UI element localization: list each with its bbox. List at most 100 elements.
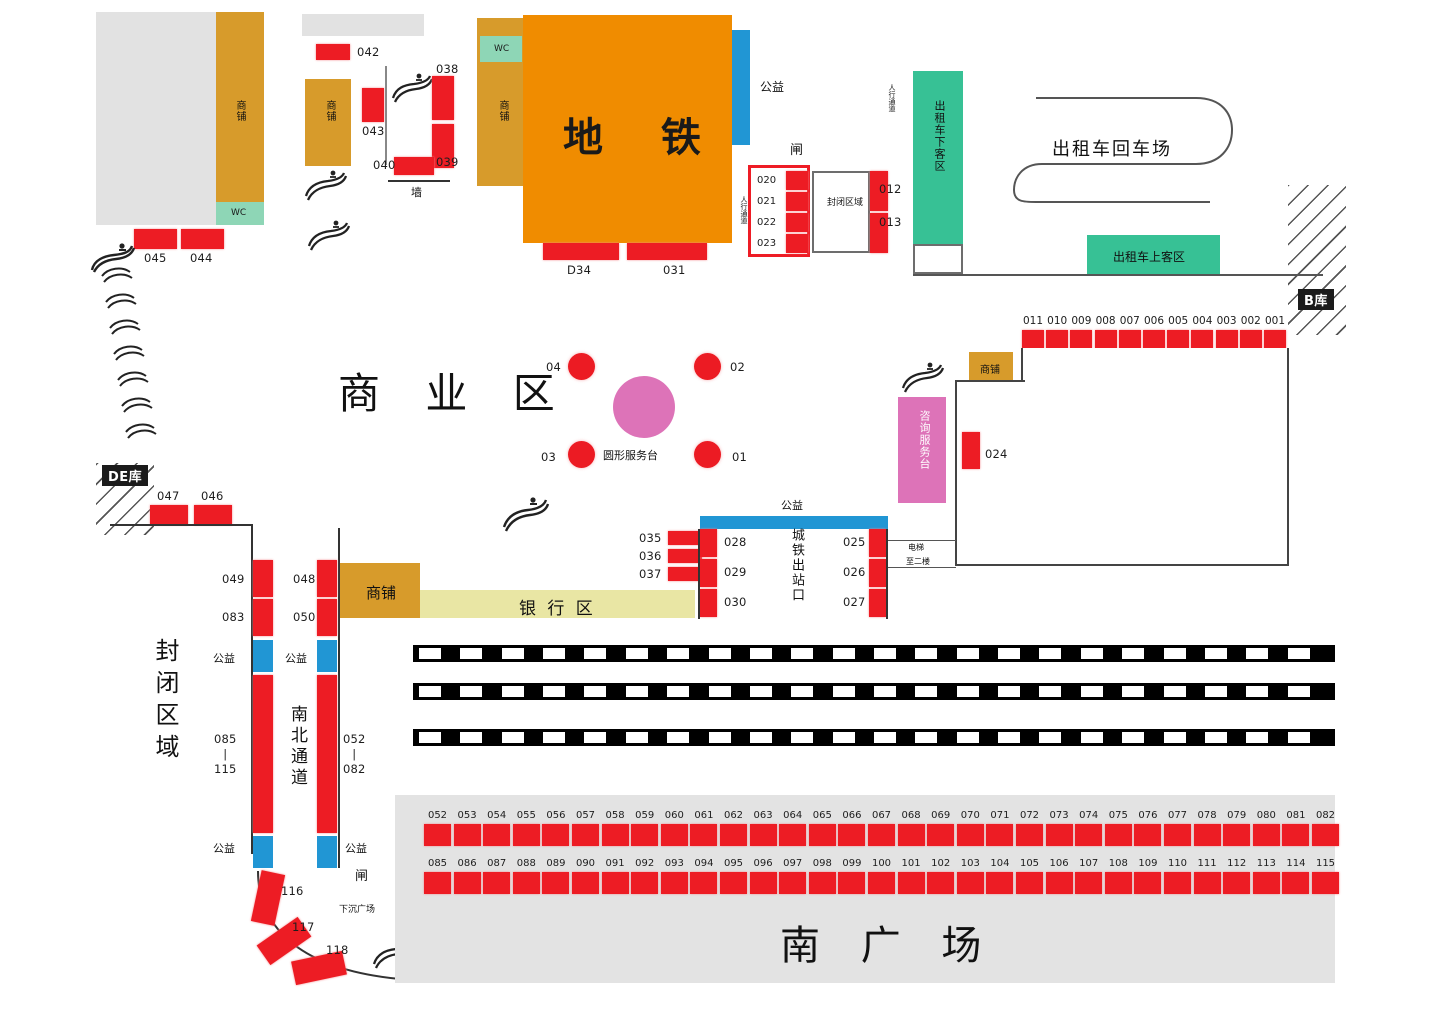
plaza-stall-115[interactable] [1312,872,1339,894]
circle-dot-04[interactable] [568,353,595,380]
plaza-stall-052[interactable] [424,824,451,846]
plaza-stall-111[interactable] [1193,872,1221,894]
stall-022[interactable] [786,213,808,232]
stall-035[interactable] [668,531,702,545]
north-stall-007[interactable] [1118,330,1141,349]
plaza-stall-079[interactable] [1223,824,1251,846]
north-stall-003[interactable] [1215,330,1238,349]
plaza-stall-058[interactable] [601,824,629,846]
plaza-stall-087[interactable] [483,872,511,894]
plaza-stall-097[interactable] [779,872,807,894]
plaza-stall-107[interactable] [1075,872,1103,894]
stall-025[interactable] [869,529,886,557]
stall-043[interactable] [362,88,384,122]
plaza-stall-077[interactable] [1164,824,1191,846]
north-stall-008[interactable] [1094,330,1117,349]
plaza-stall-065[interactable] [808,824,836,846]
stall-group-052-082[interactable] [317,675,337,833]
stall-028[interactable] [700,529,717,557]
plaza-stall-059[interactable] [631,824,659,846]
stall-037[interactable] [668,567,702,581]
plaza-stall-080[interactable] [1252,824,1280,846]
plaza-stall-054[interactable] [483,824,511,846]
plaza-stall-073[interactable] [1045,824,1073,846]
plaza-stall-110[interactable] [1164,872,1191,894]
north-stall-005[interactable] [1167,330,1190,349]
plaza-stall-063[interactable] [749,824,777,846]
plaza-stall-113[interactable] [1252,872,1280,894]
north-stall-001[interactable] [1264,330,1286,349]
stall-024[interactable] [962,432,980,469]
stall-036[interactable] [668,549,702,563]
plaza-stall-102[interactable] [927,872,955,894]
plaza-stall-071[interactable] [986,824,1014,846]
plaza-stall-089[interactable] [542,872,570,894]
plaza-stall-108[interactable] [1104,872,1132,894]
plaza-stall-100[interactable] [868,872,895,894]
plaza-stall-105[interactable] [1016,872,1043,894]
plaza-stall-066[interactable] [838,824,866,846]
plaza-stall-061[interactable] [690,824,718,846]
plaza-stall-056[interactable] [542,824,570,846]
stall-044[interactable] [181,229,224,249]
plaza-stall-091[interactable] [601,872,629,894]
north-stall-009[interactable] [1070,330,1093,349]
stall-D34[interactable] [543,243,619,260]
plaza-stall-095[interactable] [720,872,747,894]
plaza-stall-112[interactable] [1223,872,1251,894]
plaza-stall-081[interactable] [1282,824,1310,846]
plaza-stall-072[interactable] [1016,824,1043,846]
stall-046[interactable] [194,505,232,525]
stall-050[interactable] [317,599,337,636]
plaza-stall-104[interactable] [986,872,1014,894]
plaza-stall-096[interactable] [749,872,777,894]
stall-048[interactable] [317,560,337,597]
stall-029[interactable] [700,559,717,587]
plaza-stall-064[interactable] [779,824,807,846]
plaza-stall-075[interactable] [1104,824,1132,846]
stall-012[interactable] [870,171,888,211]
plaza-stall-114[interactable] [1282,872,1310,894]
plaza-stall-085[interactable] [424,872,451,894]
plaza-stall-090[interactable] [572,872,599,894]
circle-dot-02[interactable] [694,353,721,380]
plaza-stall-088[interactable] [512,872,540,894]
north-stall-011[interactable] [1022,330,1044,349]
plaza-stall-101[interactable] [897,872,925,894]
plaza-stall-099[interactable] [838,872,866,894]
plaza-stall-093[interactable] [660,872,688,894]
stall-020[interactable] [786,171,808,190]
plaza-stall-053[interactable] [453,824,481,846]
plaza-stall-069[interactable] [927,824,955,846]
plaza-stall-086[interactable] [453,872,481,894]
stall-027[interactable] [869,589,886,617]
north-stall-002[interactable] [1239,330,1262,349]
plaza-stall-074[interactable] [1075,824,1103,846]
plaza-stall-078[interactable] [1193,824,1221,846]
stall-047[interactable] [150,505,188,525]
stall-021[interactable] [786,192,808,211]
stall-038[interactable] [432,76,454,120]
north-stall-006[interactable] [1143,330,1165,349]
stall-023[interactable] [786,234,808,253]
plaza-stall-060[interactable] [660,824,688,846]
plaza-stall-103[interactable] [956,872,984,894]
plaza-stall-055[interactable] [512,824,540,846]
plaza-stall-062[interactable] [720,824,747,846]
plaza-stall-109[interactable] [1134,872,1162,894]
stall-031[interactable] [627,243,707,260]
stall-group-085-115[interactable] [253,675,273,833]
north-stall-010[interactable] [1046,330,1069,349]
stall-013[interactable] [870,213,888,253]
plaza-stall-082[interactable] [1312,824,1339,846]
stall-042[interactable] [316,44,350,60]
plaza-stall-068[interactable] [897,824,925,846]
plaza-stall-070[interactable] [956,824,984,846]
plaza-stall-106[interactable] [1045,872,1073,894]
plaza-stall-057[interactable] [572,824,599,846]
plaza-stall-092[interactable] [631,872,659,894]
circle-dot-03[interactable] [568,441,595,468]
plaza-stall-098[interactable] [808,872,836,894]
stall-083[interactable] [253,599,273,636]
stall-030[interactable] [700,589,717,617]
